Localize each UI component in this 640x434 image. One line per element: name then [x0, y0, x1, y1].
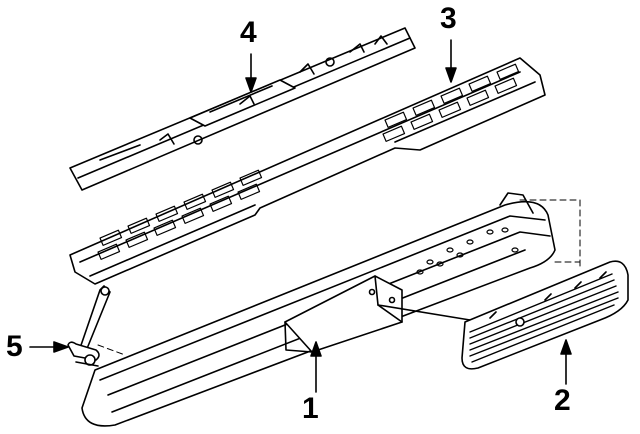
callout-1: 1	[302, 392, 319, 425]
step-pad	[69, 57, 546, 285]
leader-arrowhead-5	[53, 341, 69, 353]
leader-arrowhead-4	[245, 77, 257, 93]
step-pad-grille-right	[382, 63, 520, 142]
callout-2: 2	[554, 384, 571, 417]
bumper	[81, 192, 556, 427]
bumper-guard	[461, 260, 629, 370]
leader-arrowhead-3	[445, 67, 457, 83]
reinforcement-bar	[69, 27, 416, 191]
leader-arrowhead-1	[310, 341, 322, 357]
leader-arrows	[29, 39, 572, 393]
callout-4: 4	[240, 16, 257, 49]
leader-arrowhead-2	[560, 339, 572, 355]
guide-lines	[97, 199, 581, 356]
step-pad-grille-left	[97, 169, 263, 260]
callout-3: 3	[440, 2, 457, 35]
callout-5: 5	[6, 330, 23, 363]
license-lamp-bracket	[67, 285, 111, 367]
